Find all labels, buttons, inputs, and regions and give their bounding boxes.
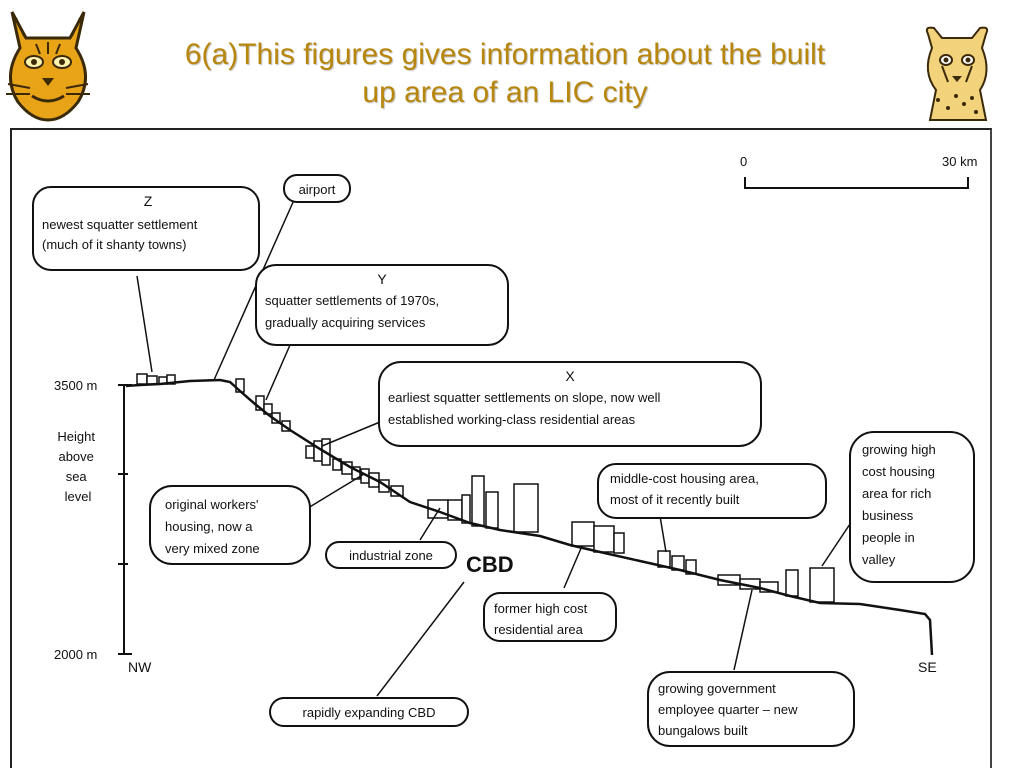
y-axis: 3500 m 2000 m Height above sea level: [54, 378, 132, 662]
title-line-2: up area of an LIC city: [362, 76, 648, 109]
callout-government-quarter: growing government employee quarter – ne…: [647, 671, 855, 747]
svg-text:growing government: growing government: [658, 681, 776, 696]
svg-text:business: business: [862, 508, 914, 523]
cheetah-logo-icon: [925, 26, 989, 121]
figure-frame: [10, 128, 992, 768]
svg-text:squatter settlements of 1970s,: squatter settlements of 1970s,: [265, 293, 439, 308]
svg-text:bungalows built: bungalows built: [658, 723, 748, 738]
svg-text:airport: airport: [299, 182, 336, 197]
leader-lines: [136, 199, 851, 697]
terrain-profile-line: [125, 378, 934, 656]
svg-text:valley: valley: [862, 552, 896, 567]
scale-bar: 0 30 km: [740, 154, 977, 189]
svg-text:rapidly expanding CBD: rapidly expanding CBD: [303, 705, 436, 720]
svg-text:Y: Y: [377, 271, 387, 287]
title-line-1: 6(a)This figures gives information about…: [184, 38, 826, 71]
callout-workers-housing: original workers' housing, now a very mi…: [149, 485, 311, 565]
svg-text:growing high: growing high: [862, 442, 936, 457]
svg-text:former high cost: former high cost: [494, 601, 588, 616]
svg-text:gradually acquiring services: gradually acquiring services: [265, 315, 426, 330]
scale-start-label: 0: [740, 154, 747, 169]
callout-y-squatter-1970s: Y squatter settlements of 1970s, gradual…: [255, 264, 509, 346]
y-axis-top-label: 3500 m: [54, 378, 97, 393]
svg-text:housing, now a: housing, now a: [165, 519, 253, 534]
svg-text:very mixed zone: very mixed zone: [165, 541, 260, 556]
direction-nw-label: NW: [128, 659, 152, 675]
svg-text:newest squatter settlement: newest squatter settlement: [42, 217, 198, 232]
svg-text:most of it recently built: most of it recently built: [610, 492, 740, 507]
callout-expanding-cbd: rapidly expanding CBD: [269, 697, 469, 727]
svg-text:area for rich: area for rich: [862, 486, 931, 501]
svg-text:cost housing: cost housing: [862, 464, 935, 479]
direction-se-label: SE: [918, 659, 937, 675]
svg-text:people in: people in: [862, 530, 915, 545]
callout-former-high-cost: former high cost residential area: [483, 592, 617, 642]
svg-text:industrial zone: industrial zone: [349, 548, 433, 563]
cbd-label: CBD: [466, 552, 514, 577]
svg-text:(much of it shanty towns): (much of it shanty towns): [42, 237, 187, 252]
svg-text:employee quarter – new: employee quarter – new: [658, 702, 798, 717]
slide-title: 6(a)This figures gives information about…: [120, 36, 890, 112]
svg-text:residential area: residential area: [494, 622, 584, 637]
callout-airport: airport: [283, 174, 351, 203]
svg-text:Z: Z: [144, 193, 153, 209]
y-axis-title: Height above sea level: [57, 429, 98, 504]
callout-z-newest-squatter: Z newest squatter settlement (much of it…: [32, 186, 260, 271]
svg-text:established working-class resi: established working-class residential ar…: [388, 412, 636, 427]
svg-text:earliest squatter settlements: earliest squatter settlements on slope, …: [388, 390, 661, 405]
svg-text:X: X: [565, 368, 575, 384]
svg-text:original workers': original workers': [165, 497, 259, 512]
callout-x-earliest-squatter: X earliest squatter settlements on slope…: [378, 361, 762, 447]
callout-middle-cost-housing: middle-cost housing area, most of it rec…: [597, 463, 827, 519]
y-axis-bottom-label: 2000 m: [54, 647, 97, 662]
bobcat-logo-icon: [6, 11, 90, 122]
callout-high-cost-housing: growing high cost housing area for rich …: [849, 431, 975, 583]
scale-end-label: 30 km: [942, 154, 977, 169]
svg-text:middle-cost housing area,: middle-cost housing area,: [610, 471, 759, 486]
callout-industrial-zone: industrial zone: [325, 541, 457, 569]
